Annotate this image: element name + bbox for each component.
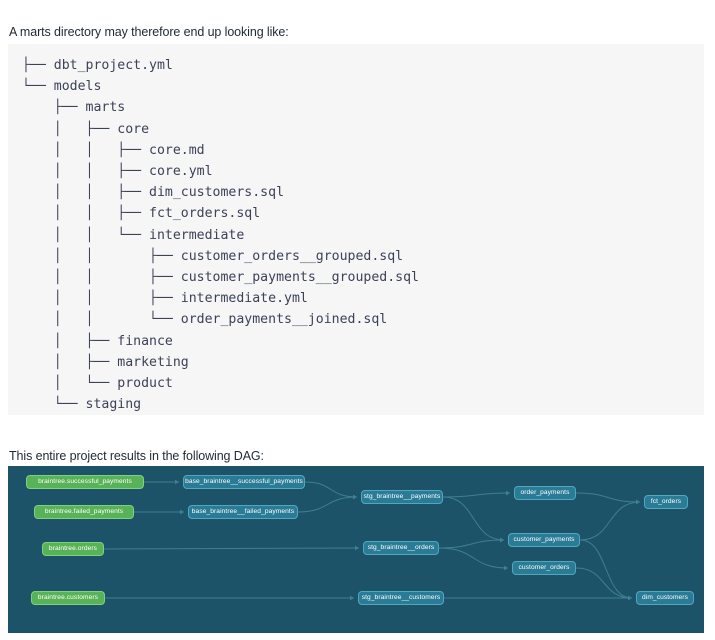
dag-edge-customer_orders-to-dim_customers xyxy=(575,567,633,599)
dag-node-label: base_braintree__failed_payments xyxy=(191,507,295,515)
dag-edge-arrowhead xyxy=(500,537,504,543)
dag-node-stg_braintree_customers[interactable]: stg_braintree__customers xyxy=(358,591,444,605)
dag-edge-arrowhead xyxy=(355,545,359,551)
dag-node-label: base_braintree__successful_payments xyxy=(185,477,303,485)
dag-diagram-panel[interactable]: braintree.successful_payments braintree.f… xyxy=(8,466,704,633)
dag-edge-arrowhead xyxy=(504,565,508,571)
dag-node-label: stg_braintree__orders xyxy=(367,543,435,551)
dag-node-braintree_failed_payments[interactable]: braintree.failed_payments xyxy=(34,505,134,519)
dag-node-base_braintree_successful_payments[interactable]: base_braintree__successful_payments xyxy=(183,475,305,489)
dag-node-label: customer_orders xyxy=(518,563,570,571)
dag-node-label: braintree.customers xyxy=(37,593,99,601)
dag-edge-layer xyxy=(103,479,641,601)
dag-edge-arrowhead xyxy=(636,499,640,505)
dag-edge-arrowhead xyxy=(175,479,179,485)
dag-edge-order_payments-to-fct_orders xyxy=(575,492,641,503)
dag-node-label: stg_braintree__customers xyxy=(361,593,441,601)
dag-edge-base_braintree_successful_payments-to-stg_braintree_payments xyxy=(304,481,358,498)
dag-node-braintree_orders[interactable]: braintree.orders xyxy=(42,542,104,556)
dag-node-label: order_payments xyxy=(520,488,570,496)
dag-node-label: fct_orders xyxy=(650,497,682,505)
dag-node-order_payments[interactable]: order_payments xyxy=(514,486,576,500)
dag-edge-arrowhead xyxy=(506,490,510,496)
dag-edge-arrowhead xyxy=(350,595,354,601)
dag-edge-arrowhead xyxy=(180,509,184,515)
dag-edge-stg_braintree_orders-to-customer_payments xyxy=(438,539,505,549)
dag-edge-stg_braintree_payments-to-order_payments xyxy=(442,492,511,498)
dag-node-label: stg_braintree__payments xyxy=(363,492,441,500)
dag-node-customer_orders[interactable]: customer_orders xyxy=(512,561,576,575)
dag-edge-stg_braintree_orders-to-customer_orders xyxy=(438,547,509,569)
dag-node-label: braintree.orders xyxy=(48,544,98,552)
dag-edge-customer_payments-to-dim_customers xyxy=(579,539,633,599)
dag-node-label: braintree.successful_payments xyxy=(38,477,132,485)
directory-tree-text: ├── dbt_project.yml └── models ├── marts… xyxy=(22,58,419,413)
dag-edge-arrowhead xyxy=(353,494,357,500)
intro-paragraph: A marts directory may therefore end up l… xyxy=(9,24,289,39)
dag-edge-stg_braintree_payments-to-customer_payments xyxy=(442,496,505,541)
dag-node-label: dim_customers xyxy=(642,593,689,601)
dag-node-braintree_customers[interactable]: braintree.customers xyxy=(31,591,105,605)
dag-edge-arrowhead xyxy=(628,595,632,601)
dag-node-stg_braintree_payments[interactable]: stg_braintree__payments xyxy=(361,490,443,504)
dag-node-fct_orders[interactable]: fct_orders xyxy=(644,495,688,509)
dag-edge-base_braintree_failed_payments-to-stg_braintree_payments xyxy=(297,496,358,513)
dag-node-label: customer_payments xyxy=(513,535,575,543)
dag-node-label: braintree.failed_payments xyxy=(44,507,124,515)
directory-tree-code-block: ├── dbt_project.yml └── models ├── marts… xyxy=(8,44,704,415)
dag-node-dim_customers[interactable]: dim_customers xyxy=(636,591,694,605)
dag-node-customer_payments[interactable]: customer_payments xyxy=(508,533,580,547)
dag-node-braintree_successful_payments[interactable]: braintree.successful_payments xyxy=(26,475,144,489)
dag-paragraph: This entire project results in the follo… xyxy=(9,448,264,463)
dag-node-base_braintree_failed_payments[interactable]: base_braintree__failed_payments xyxy=(188,505,298,519)
dag-node-stg_braintree_orders[interactable]: stg_braintree__orders xyxy=(363,541,439,555)
dag-edge-braintree_orders-to-stg_braintree_orders xyxy=(103,547,360,550)
dag-edge-customer_payments-to-fct_orders xyxy=(579,501,641,541)
